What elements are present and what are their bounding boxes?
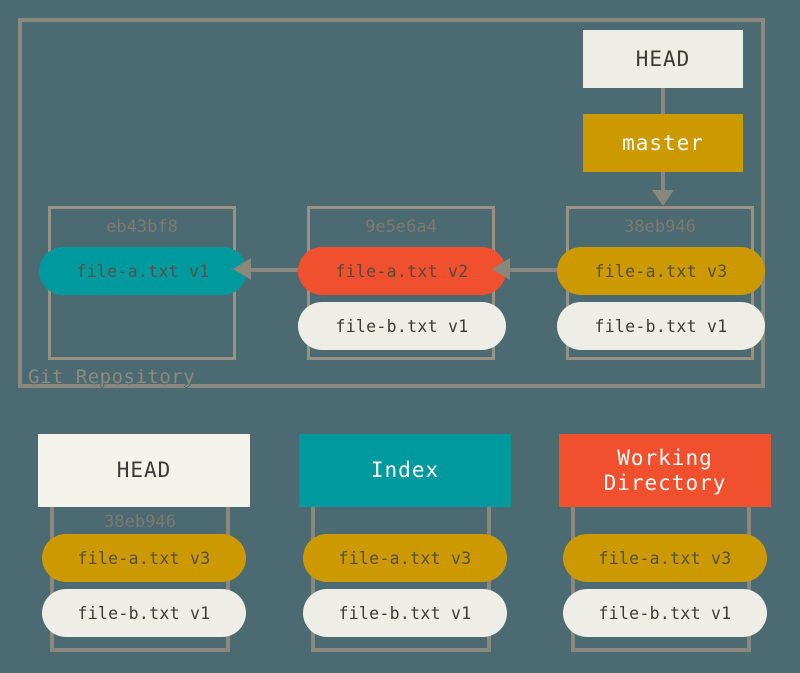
- file-pill: file-a.txt v1: [39, 247, 247, 295]
- arrow-left-icon: [233, 258, 251, 280]
- git-repository-label: Git Repository: [28, 366, 196, 388]
- area-title-line1: Working: [617, 445, 713, 470]
- git-repository-frame: [18, 18, 765, 388]
- file-pill: file-a.txt v2: [298, 247, 506, 295]
- file-pill: file-a.txt v3: [557, 247, 765, 295]
- arrow-down-icon: [652, 190, 674, 206]
- commit-hash: 9e5e6a4: [365, 217, 437, 237]
- master-ref-label: master: [622, 131, 704, 155]
- area-box-index: file-a.txt v3 file-b.txt v1: [303, 507, 507, 652]
- area-title: HEAD: [116, 458, 172, 483]
- master-to-commit-connector: [661, 172, 665, 194]
- file-pill: file-b.txt v1: [298, 302, 506, 350]
- file-pill: file-a.txt v3: [563, 534, 767, 582]
- area-header-index[interactable]: Index: [299, 434, 511, 507]
- area-box-head: file-a.txt v3 file-b.txt v1: [42, 507, 246, 652]
- commit-link-line: [506, 268, 568, 272]
- file-pill: file-b.txt v1: [42, 589, 246, 637]
- commit-hash: eb43bf8: [106, 217, 178, 237]
- commit-link-line: [247, 268, 309, 272]
- area-title: Index: [370, 458, 440, 483]
- area-title: Working Directory: [604, 446, 727, 496]
- file-pill: file-a.txt v3: [42, 534, 246, 582]
- commit-box-eb43bf8[interactable]: eb43bf8 file-a.txt v1: [39, 206, 247, 360]
- head-ref-box[interactable]: HEAD: [583, 30, 743, 88]
- file-pill: file-a.txt v3: [303, 534, 507, 582]
- file-pill: file-b.txt v1: [303, 589, 507, 637]
- commit-hash: 38eb946: [624, 217, 696, 237]
- arrow-left-icon: [492, 258, 510, 280]
- area-commit-hash: 38eb946: [104, 512, 176, 532]
- area-header-head[interactable]: HEAD: [38, 434, 250, 507]
- area-title-line2: Directory: [603, 470, 727, 495]
- file-pill: file-b.txt v1: [557, 302, 765, 350]
- file-pill: file-b.txt v1: [563, 589, 767, 637]
- commit-box-38eb946[interactable]: 38eb946 file-a.txt v3 file-b.txt v1: [557, 206, 765, 360]
- area-box-working-directory: file-a.txt v3 file-b.txt v1: [563, 507, 767, 652]
- head-to-master-connector: [661, 88, 665, 114]
- master-ref-box[interactable]: master: [583, 114, 743, 172]
- head-ref-label: HEAD: [635, 47, 691, 71]
- area-header-working-directory[interactable]: Working Directory: [559, 434, 771, 507]
- commit-box-9e5e6a4[interactable]: 9e5e6a4 file-a.txt v2 file-b.txt v1: [298, 206, 506, 360]
